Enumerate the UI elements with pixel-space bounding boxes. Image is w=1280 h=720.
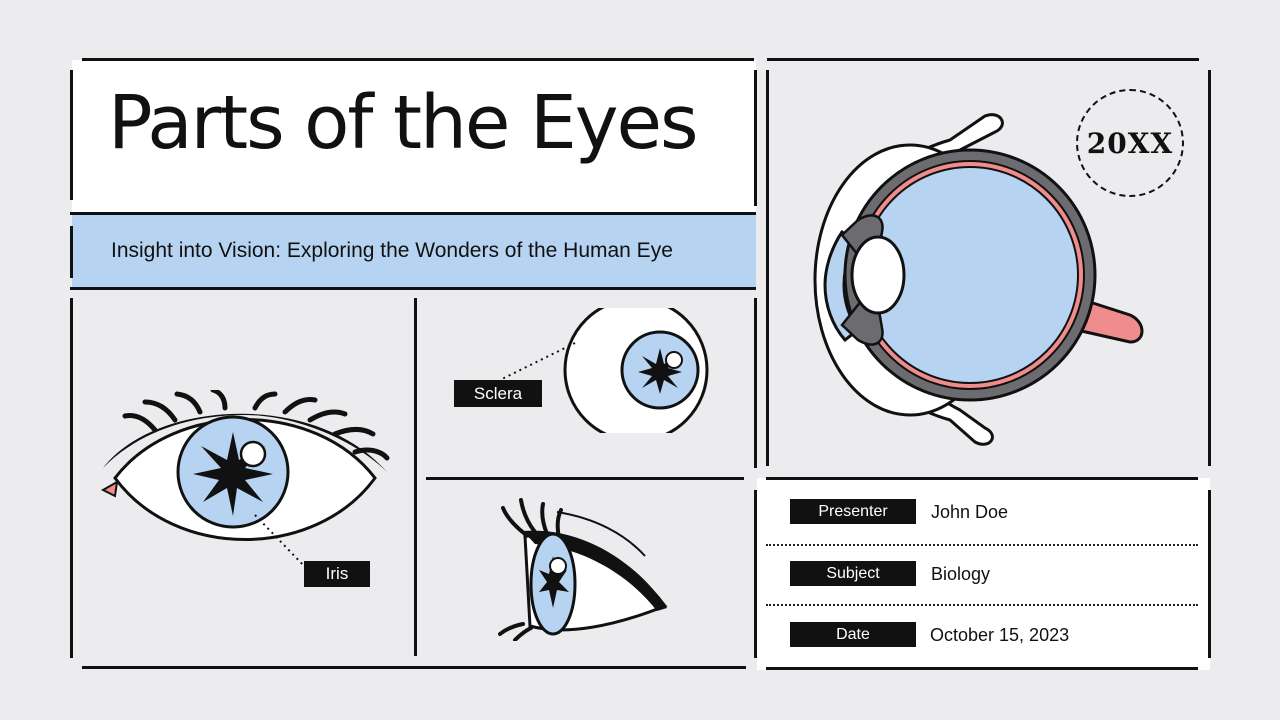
presenter-value: John Doe	[931, 502, 1009, 522]
iris-label: Iris	[325, 564, 349, 583]
frame-line	[70, 287, 756, 290]
date-label: Date	[790, 622, 916, 647]
presenter-label: Presenter	[790, 499, 916, 524]
subtitle-band	[72, 215, 756, 287]
side-eye-illustration	[498, 498, 668, 641]
frame-line	[414, 298, 417, 656]
iris-label-tag: Iris	[304, 561, 370, 587]
title-panel	[72, 60, 756, 214]
frame-line	[70, 226, 73, 278]
frame-line	[754, 70, 757, 206]
front-eye-illustration	[100, 390, 390, 541]
date-value: October 15, 2023	[930, 625, 1070, 645]
frame-line	[70, 212, 756, 215]
frame-line	[766, 477, 1198, 480]
page-subtitle: Insight into Vision: Exploring the Wonde…	[111, 239, 673, 262]
frame-line	[70, 70, 73, 200]
frame-line	[1208, 490, 1211, 658]
sclera-leader-line	[499, 342, 576, 381]
year-badge: 20XX	[1076, 89, 1184, 197]
frame-line	[766, 667, 1198, 670]
page-title: Parts of the Eyes	[108, 80, 699, 166]
info-divider	[766, 544, 1198, 546]
frame-line	[754, 490, 757, 658]
frame-line	[82, 58, 754, 61]
iris-leader-line	[254, 514, 309, 571]
frame-line	[82, 666, 746, 669]
subject-value: Biology	[931, 564, 991, 584]
frame-line	[426, 477, 744, 480]
sclera-label: Sclera	[473, 384, 523, 403]
subject-label: Subject	[790, 561, 916, 586]
year-badge-text: 20XX	[1086, 126, 1174, 160]
sclera-label-tag: Sclera	[454, 380, 542, 407]
eyeball-illustration	[563, 308, 709, 433]
frame-line	[767, 58, 1199, 61]
info-divider	[766, 604, 1198, 606]
eye-cross-section-illustration	[813, 113, 1144, 446]
frame-line	[70, 298, 73, 658]
frame-line	[1208, 70, 1211, 466]
frame-line	[766, 70, 769, 466]
frame-line	[754, 298, 757, 468]
